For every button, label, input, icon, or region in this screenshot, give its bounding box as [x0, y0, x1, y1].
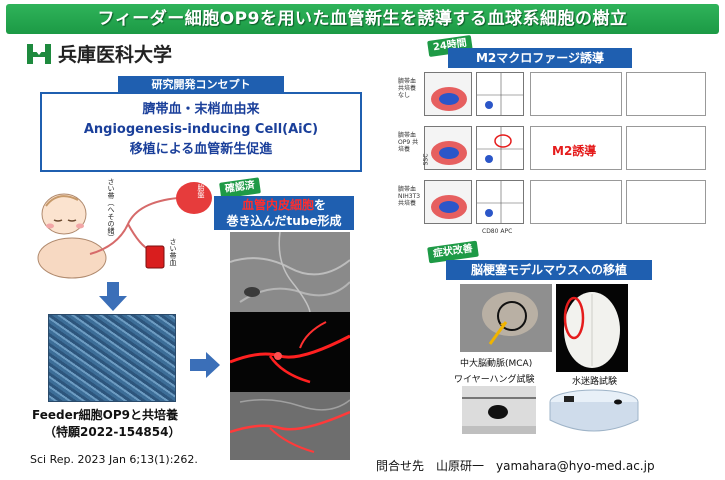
flow-table	[626, 72, 706, 116]
flow-cytometry-panel: 臍帯血 共培養 なし 臍帯血 OP9 共培養 臍帯血 NIH3T3 共培養 SS…	[398, 70, 708, 240]
page-title: フィーダー細胞OP9を用いた血管新生を誘導する血球系細胞の樹立	[6, 4, 719, 34]
flow-plot-cd80	[476, 72, 524, 116]
water-maze-label: 水迷路試験	[572, 377, 618, 387]
wire-hang-label: ワイヤーハング試験	[454, 375, 535, 385]
concept-line-1: 臍帯血・末梢血由来	[142, 102, 260, 117]
m2-induction-label: M2誘導	[552, 144, 597, 158]
down-arrow-icon	[99, 282, 127, 311]
baby-illustration	[37, 182, 212, 279]
stroke-model-title: 脳梗塞モデルマウスへの移植	[446, 260, 652, 280]
wire-hang-photo	[462, 386, 536, 434]
water-maze-illustration	[549, 389, 639, 432]
flow-plot-dense	[424, 180, 472, 224]
concept-line-3: 移植による血管新生促進	[129, 142, 273, 157]
flow-table	[530, 72, 622, 116]
flow-table	[626, 180, 706, 224]
brain-photo	[556, 284, 628, 372]
cord-blood-label: さい帯血	[169, 238, 177, 266]
tube-title-line2: 巻き込んだtube形成	[226, 214, 342, 228]
tube-formation-title: 血管内皮細胞を 巻き込んだtube形成	[214, 196, 354, 230]
micrograph-merged	[230, 392, 350, 460]
mca-photo	[460, 284, 552, 352]
flow-plot-dense	[424, 72, 472, 116]
contact-info: 問合せ先 山原研一 yamahara@hyo-med.ac.jp	[376, 459, 655, 473]
right-arrow-icon	[190, 352, 220, 378]
row-label-nih3t3: 臍帯血 NIH3T3 共培養	[398, 186, 421, 207]
concept-box: 臍帯血・末梢血由来 Angiogenesis-inducing Cell(AiC…	[40, 92, 362, 172]
flow-plot-dense	[424, 126, 472, 170]
row-label-op9: 臍帯血 OP9 共培養	[398, 132, 419, 153]
concept-line-2: Angiogenesis-inducing Cell(AiC)	[83, 122, 319, 137]
feeder-coculture-text: Feeder細胞OP9と共培養	[32, 408, 178, 422]
flow-table	[530, 126, 622, 170]
cord-note: さい帯（へその緒）	[107, 178, 115, 241]
micrograph-brightfield	[230, 232, 350, 312]
university-name: 兵庫医科大学	[58, 44, 173, 66]
cord-blood-illustration: さい帯（へその緒） 胎盤 さい帯血	[28, 176, 228, 284]
concept-label: 研究開発コンセプト	[118, 76, 284, 93]
university-logo: 兵庫医科大学	[26, 40, 172, 67]
micrograph-fluorescence	[230, 312, 350, 392]
flow-plot-cd80	[476, 126, 524, 170]
flow-table	[626, 126, 706, 170]
tube-title-particle: を	[314, 198, 327, 212]
placenta-label: 胎盤	[197, 184, 205, 198]
patent-number: （特願2022-154854）	[44, 425, 181, 439]
reference-citation: Sci Rep. 2023 Jan 6;13(1):262.	[30, 453, 198, 466]
university-logo-icon	[27, 43, 51, 64]
ssc-axis-label: SSC	[422, 153, 430, 166]
cell-culture-image	[48, 314, 176, 402]
cd80-axis-label: CD80 APC	[482, 228, 513, 235]
flow-table	[530, 180, 622, 224]
endothelial-cell-text: 血管内皮細胞	[241, 198, 314, 212]
mca-label: 中大脳動脈(MCA)	[460, 359, 533, 369]
row-label-none: 臍帯血 共培養 なし	[398, 78, 417, 99]
m2-macrophage-title: M2マクロファージ誘導	[448, 48, 632, 68]
flow-plot-cd80	[476, 180, 524, 224]
